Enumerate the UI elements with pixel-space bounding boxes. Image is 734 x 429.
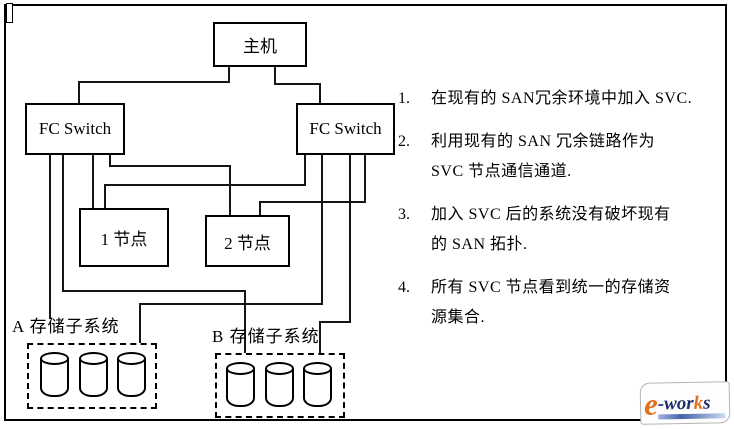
- box-fc-switch-right-label: FC Switch: [309, 119, 382, 138]
- note-item-2-number: 2.: [398, 133, 410, 150]
- storage-b-disk-cylinder-2: [265, 362, 294, 407]
- outer-border: [4, 4, 727, 421]
- note-item-1: 1. 在现有的 SAN冗余环境中加入 SVC.: [398, 84, 724, 114]
- note-item-4-text: 所有 SVC 节点看到统一的存储资 源集合.: [431, 279, 671, 326]
- storage-a-disk-cylinder-1: [40, 352, 69, 397]
- connector-left-switch-to-storage-b: [62, 290, 246, 292]
- box-fc-switch-right: FC Switch: [296, 103, 395, 155]
- connector-right-switch-to-storage-b: [319, 321, 321, 354]
- box-host-label: 主机: [243, 37, 277, 56]
- connector-right-switch-to-storage-b: [349, 154, 351, 323]
- box-node-1-label: 1 节点: [100, 230, 148, 249]
- box-node-1: 1 节点: [79, 208, 169, 267]
- eworks-logo-wor: -wor: [657, 392, 694, 414]
- connector-right-switch-to-node-2: [259, 201, 261, 216]
- storage-a-disk-cylinder-top: [79, 352, 108, 365]
- storage-a-disk-cylinder-2: [79, 352, 108, 397]
- connector-left-switch-to-node-1: [92, 154, 94, 209]
- eworks-logo-k: k: [693, 392, 704, 414]
- eworks-logo-e: e: [643, 385, 659, 422]
- note-item-3: 3. 加入 SVC 后的系统没有破坏现有 的 SAN 拓扑.: [398, 200, 724, 260]
- connector-right-switch-to-node-1: [304, 154, 306, 186]
- box-node-2: 2 节点: [205, 215, 290, 267]
- connector-host-to-left-switch: [78, 81, 80, 104]
- eworks-logo-s: s: [702, 392, 711, 414]
- notes-list: 1. 在现有的 SAN冗余环境中加入 SVC. 2. 利用现有的 SAN 冗余链路作为…: [398, 84, 724, 346]
- connector-left-switch-to-storage-b: [62, 154, 64, 292]
- connector-right-switch-to-storage-a: [139, 303, 323, 305]
- note-item-3-number: 3.: [398, 206, 410, 223]
- storage-b-disk-cylinder-3: [303, 362, 332, 407]
- storage-b-disk-cylinder-top: [303, 362, 332, 375]
- connector-host-to-left-switch: [78, 81, 230, 83]
- eworks-logo-bar: [658, 413, 726, 420]
- storage-b-disk-cylinder-top: [226, 362, 255, 375]
- connector-left-switch-to-storage-b: [244, 290, 246, 354]
- connector-host-to-right-switch: [274, 83, 321, 85]
- connector-right-switch-to-storage-a: [321, 154, 323, 305]
- note-item-1-number: 1.: [398, 90, 410, 107]
- storage-a-disk-cylinder-top: [117, 352, 146, 365]
- note-item-4: 4. 所有 SVC 节点看到统一的存储资 源集合.: [398, 273, 724, 333]
- storage-a-disk-cylinder-top: [40, 352, 69, 365]
- note-item-4-number: 4.: [398, 279, 410, 296]
- connector-right-switch-to-node-1: [104, 184, 306, 186]
- note-item-1-text: 在现有的 SAN冗余环境中加入 SVC.: [431, 90, 693, 107]
- box-fc-switch-left: FC Switch: [25, 103, 125, 155]
- box-host: 主机: [213, 22, 307, 67]
- storage-b-label: B 存储子系统: [212, 327, 320, 346]
- connector-host-to-right-switch: [319, 83, 321, 104]
- connector-left-switch-to-storage-a: [49, 154, 51, 319]
- text-cursor-artifact: [6, 3, 13, 23]
- connector-left-switch-to-node-2: [109, 165, 231, 167]
- storage-b-disk-cylinder-1: [226, 362, 255, 407]
- connector-right-switch-to-node-2: [364, 154, 366, 203]
- note-item-2-text: 利用现有的 SAN 冗余链路作为 SVC 节点通信通道.: [431, 133, 656, 180]
- connector-left-switch-to-node-2: [229, 165, 231, 216]
- connector-right-switch-to-storage-a: [139, 303, 141, 344]
- storage-b-disk-cylinder-top: [265, 362, 294, 375]
- box-node-2-label: 2 节点: [224, 233, 271, 253]
- storage-a-disk-cylinder-3: [117, 352, 146, 397]
- storage-a-disk-cylinder-body: [40, 358, 69, 397]
- connector-host-to-left-switch: [228, 66, 230, 83]
- connector-left-switch-to-node-2: [109, 154, 111, 167]
- connector-right-switch-to-node-2: [259, 201, 366, 203]
- connector-right-switch-to-storage-b: [319, 321, 351, 323]
- connector-right-switch-to-node-1: [104, 184, 106, 209]
- note-item-3-text: 加入 SVC 后的系统没有破坏现有 的 SAN 拓扑.: [431, 206, 671, 253]
- connector-host-to-right-switch: [274, 66, 276, 85]
- storage-a-label: A 存储子系统: [12, 317, 120, 336]
- note-item-2: 2. 利用现有的 SAN 冗余链路作为 SVC 节点通信通道.: [398, 127, 724, 187]
- box-fc-switch-left-label: FC Switch: [38, 119, 112, 138]
- eworks-logo: e -wor k s: [639, 381, 731, 425]
